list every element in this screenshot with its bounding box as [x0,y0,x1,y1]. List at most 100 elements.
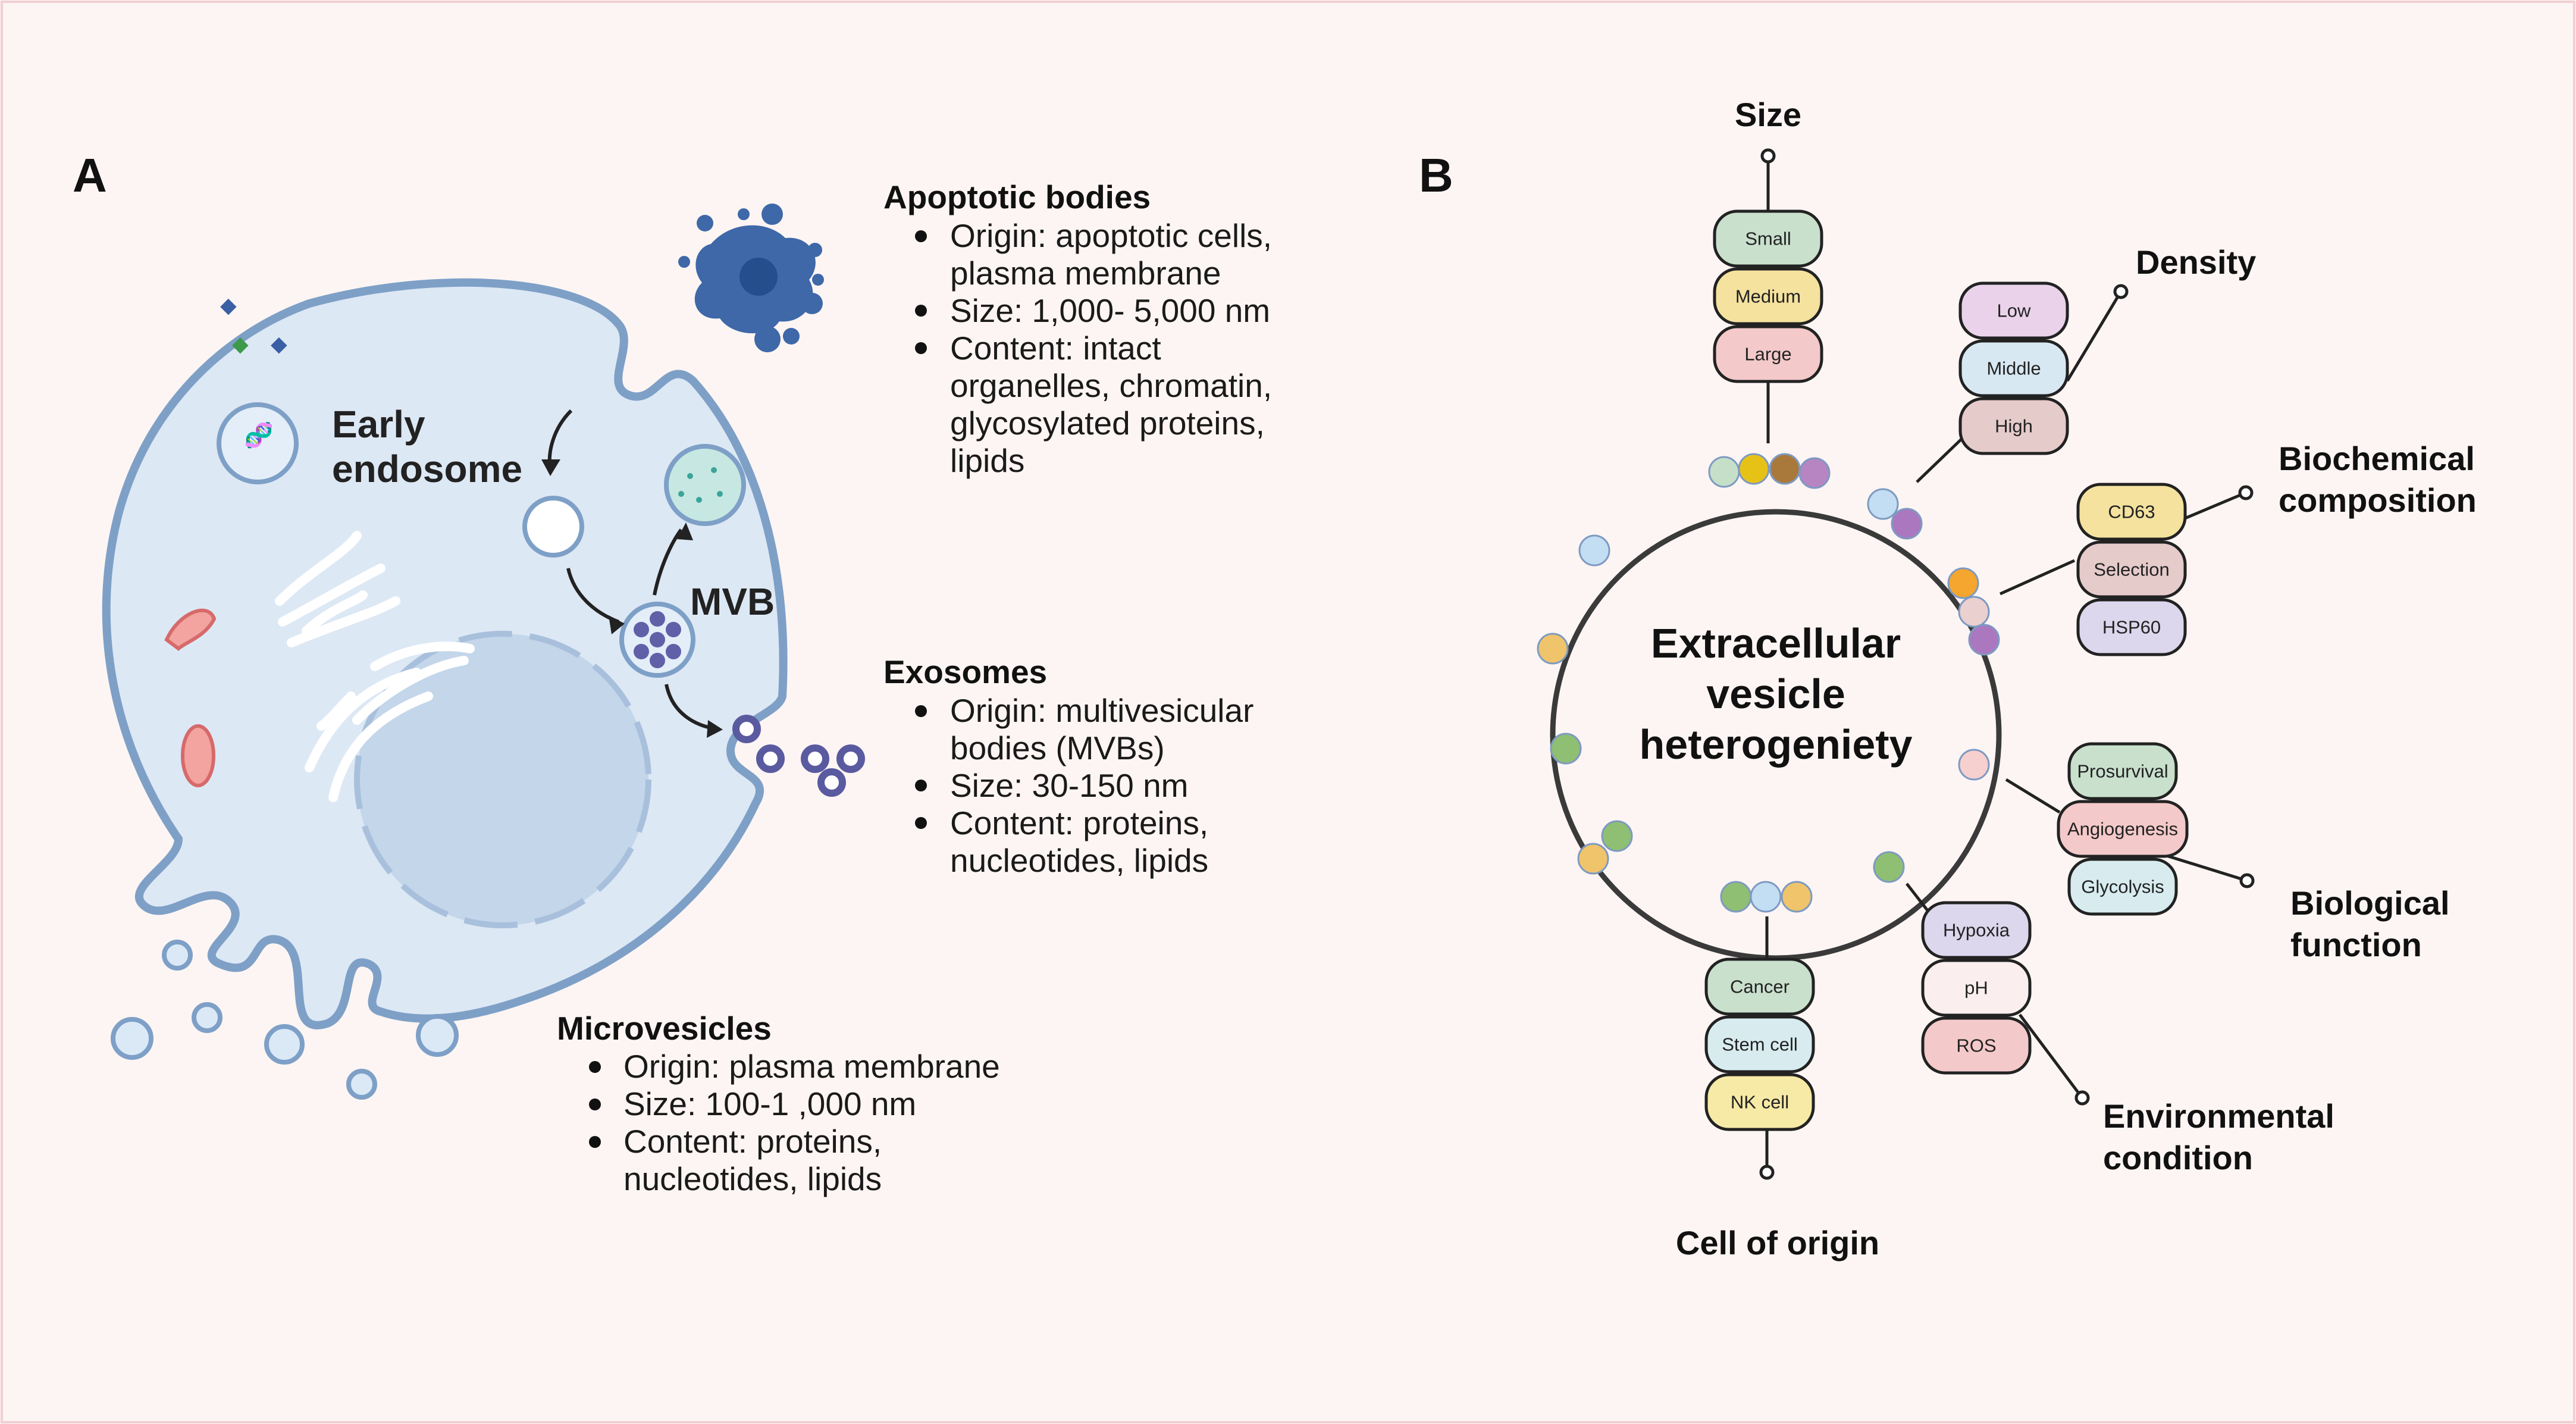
bullet [915,705,927,717]
panel-a-label: A [73,149,107,202]
size-pill-text: Large [1744,344,1791,365]
apoptotic-line: glycosylated proteins, [950,405,1265,442]
environmental-group: Environmental condition Hypoxia pH ROS [1921,901,2334,1176]
ring-dots [1537,453,2000,913]
size-pill-large [1713,325,1823,383]
env-label-line2: condition [2103,1139,2253,1176]
size-pill-text: Small [1745,229,1791,249]
center-label-line3: heterogeniety [1640,721,1913,768]
density-pill-text: Low [1997,301,2031,321]
biochemical-group: Biochemical composition CD63 Selection H… [2076,440,2477,656]
exosomes-line: Content: proteins, [950,805,1208,841]
panel-b-label: B [1419,149,1453,202]
mitochondrion [181,724,215,787]
biochem-label-line1: Biochemical [2279,440,2475,477]
bullet [915,230,927,242]
biofunc-pill-angiogenesis [2057,800,2189,858]
env-label-line1: Environmental [2103,1097,2334,1135]
microvesicles-line: Content: proteins, [623,1123,882,1160]
connectors [1765,156,2248,1172]
microvesicle [346,1069,377,1100]
dna-icon: 🧬 [244,421,274,449]
bullet [915,305,927,317]
exosome [801,744,829,773]
bullet [915,780,927,791]
exosomes-line: Size: 30-150 nm [950,767,1189,804]
microvesicle [111,1017,153,1060]
env-pill-text: Hypoxia [1943,920,2010,941]
biofunc-pill-prosurvival [2067,742,2178,800]
origin-pill-text: NK cell [1731,1092,1789,1113]
golgi-apparatus [275,531,400,647]
exosome [836,744,865,773]
bullet [915,342,927,354]
density-pill-text: High [1995,416,2033,437]
biofunc-pill-glycolysis [2067,857,2178,916]
connector-ends [1759,148,2255,1180]
env-pill-text: pH [1964,978,1988,999]
env-pill-ros [1921,1016,2032,1075]
exosome [817,768,846,797]
microvesicles-line: Size: 100-1 ,000 nm [623,1085,916,1122]
bullet [589,1136,601,1148]
biochem-pill-text: HSP60 [2102,617,2161,638]
origin-pill-stem-cell [1704,1015,1815,1074]
dna-icon: ◆ [271,331,287,356]
size-pill-medium [1713,267,1823,326]
biochem-pill-selection [2076,540,2187,599]
exosome [756,744,785,773]
nucleotide-vesicle [217,402,299,484]
dna-icon: ◆ [220,293,237,317]
biofunc-pill-text: Angiogenesis [2067,819,2178,840]
size-pill-small [1713,209,1823,268]
biofunc-pill-text: Glycolysis [2081,877,2164,897]
apoptotic-line: Size: 1,000- 5,000 nm [950,292,1270,329]
center-label-line1: Extracellular [1651,620,1901,666]
exosomes-title: Exosomes [883,653,1047,690]
exosomes-line: Origin: multivesicular [950,692,1253,729]
size-label: Size [1735,96,1801,133]
biofunc-pill-text: Prosurvival [2077,761,2168,782]
biochem-pill-cd63 [2076,483,2187,541]
endoplasmic-reticulum [305,641,475,802]
density-pill-text: Middle [1986,358,2041,379]
early-endosome-label-line1: Early [332,403,425,446]
biofunc-label-line1: Biological [2290,884,2450,922]
microvesicles-line: nucleotides, lipids [623,1160,882,1197]
microvesicle [416,1014,459,1057]
mitochondrion [164,608,217,651]
biochem-pill-text: Selection [2094,559,2170,580]
microvesicles-title: Microvesicles [557,1010,772,1047]
lysosome [664,444,746,526]
center-label-line2: vesicle [1706,671,1845,717]
exosomes-info: Exosomes Origin: multivesicular bodies (… [883,653,1253,879]
density-pill-high [1958,397,2069,455]
biochem-pill-text: CD63 [2108,502,2155,522]
density-label: Density [2136,243,2256,281]
origin-pill-cancer [1704,957,1815,1016]
density-pill-middle [1958,339,2069,398]
microvesicle [162,940,193,971]
apoptotic-body [678,204,824,352]
density-pill-low [1958,281,2069,340]
origin-pill-nk-cell [1704,1073,1815,1131]
bullet [589,1061,601,1073]
cell-of-origin-group: Cell of origin Cancer Stem cell NK cell [1676,957,1879,1262]
apoptotic-line: Content: intact [950,330,1161,367]
microvesicle [192,1002,222,1033]
microvesicle [264,1024,305,1065]
dna-icon: ◆ [232,331,249,356]
origin-pill-text: Stem cell [1722,1034,1797,1055]
size-group: Size Small Medium Large [1713,96,1823,383]
apoptotic-line: Origin: apoptotic cells, [950,217,1272,254]
env-pill-ph [1921,959,2032,1017]
mvb-body [619,602,695,678]
density-group: Density Low Middle High [1958,243,2256,455]
origin-label: Cell of origin [1676,1224,1879,1262]
mvb-label: MVB [690,580,775,623]
exosomes-line: bodies (MVBs) [950,730,1165,766]
microvesicles-line: Origin: plasma membrane [623,1048,1000,1085]
biochem-pill-hsp60 [2076,598,2187,656]
